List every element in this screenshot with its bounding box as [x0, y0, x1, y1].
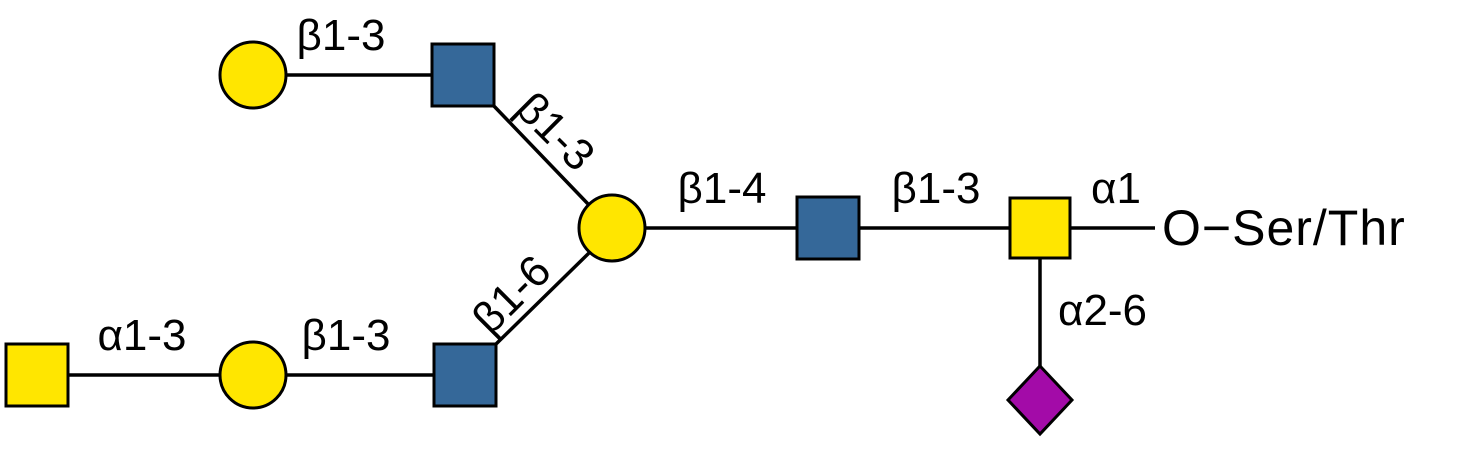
glcnac-square-lower: [432, 342, 498, 408]
attachment-label: O−Ser/Thr: [1162, 200, 1406, 256]
glcnac-square-core: [795, 195, 861, 261]
glcnac-square-upper: [430, 42, 496, 108]
neu5ac-diamond: [1005, 363, 1075, 437]
linkage-label-anchor: α1: [1091, 164, 1141, 213]
gal-circle-terminal-upper: [218, 40, 288, 110]
linkage-label-bottom-left: β1-3: [302, 311, 391, 360]
linkage-label-bottom-far-left: α1-3: [97, 311, 186, 360]
bond-glcnac-upper-to-gal-core: [490, 102, 591, 207]
linkage-label-upper-branch: β1-3: [506, 83, 604, 181]
linkage-label-core-left: β1-4: [678, 164, 767, 213]
linkage-label-sialic: α2-6: [1058, 286, 1147, 335]
bond-glcnac-lower-to-gal-core: [492, 250, 592, 348]
linkage-label-core-right: β1-3: [892, 164, 981, 213]
linkage-label-lower-branch: β1-6: [463, 246, 561, 344]
linkage-label-top-left: β1-3: [297, 11, 386, 60]
gal-circle-core: [577, 193, 647, 263]
galnac-square-terminal-lower: [4, 342, 70, 408]
galnac-square-core: [1008, 196, 1072, 260]
gal-circle-lower: [218, 340, 288, 410]
